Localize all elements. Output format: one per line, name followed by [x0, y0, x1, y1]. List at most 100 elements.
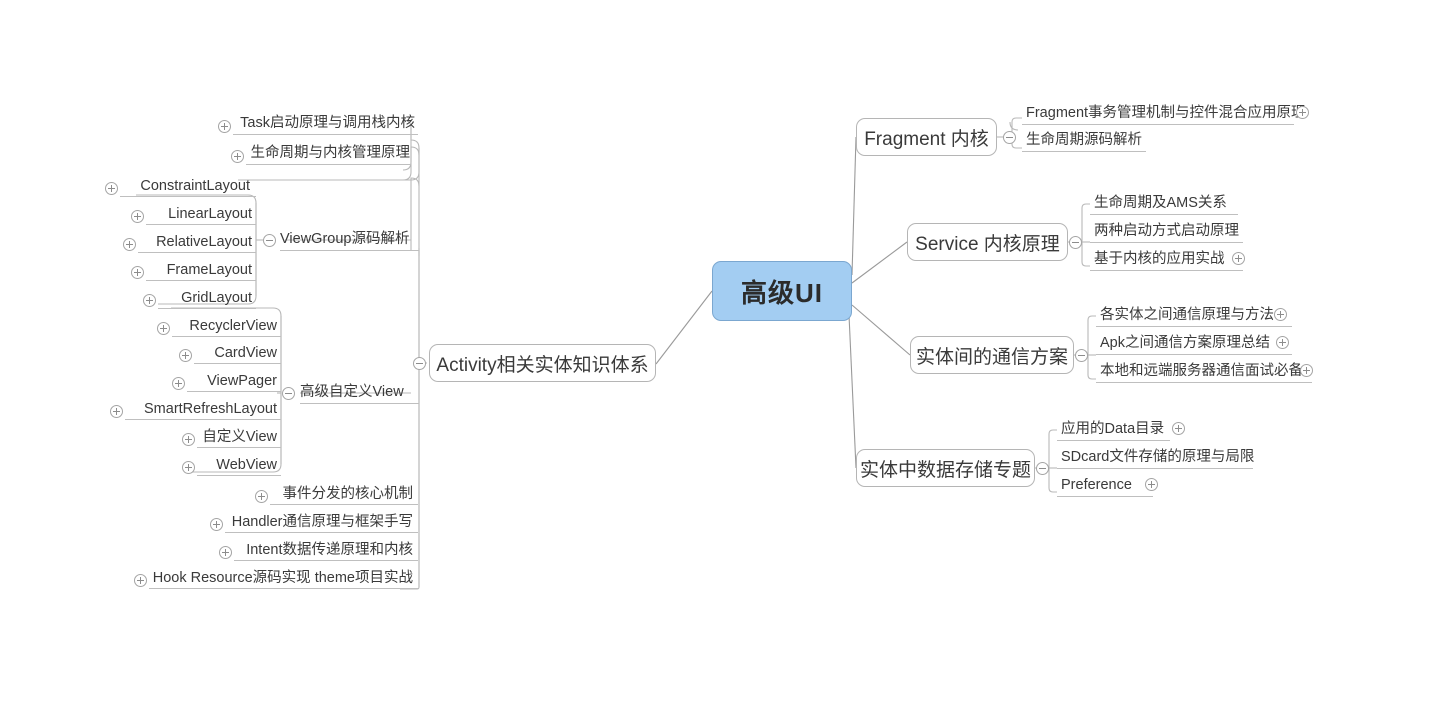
toggle-activity[interactable] [413, 357, 426, 370]
leaf-rule [172, 336, 281, 337]
toggle-hook-resource[interactable] [134, 574, 147, 587]
leaf-apk-comm-summary[interactable]: Apk之间通信方案原理总结 [1100, 333, 1270, 353]
toggle-custom-view[interactable] [182, 433, 195, 446]
toggle-webview[interactable] [182, 461, 195, 474]
leaf-hook-resource[interactable]: Hook Resource源码实现 theme项目实战 [118, 568, 413, 588]
leaf-recyclerview[interactable]: RecyclerView [145, 316, 277, 336]
toggle-recyclerview[interactable] [157, 322, 170, 335]
leaf-rule [300, 403, 419, 404]
leaf-label: LinearLayout [168, 205, 252, 222]
branch-label-communication: 实体间的通信方案 [915, 346, 1068, 368]
leaf-label: RelativeLayout [156, 233, 252, 250]
toggle-relativelayout[interactable] [123, 238, 136, 251]
toggle-smartrefreshlayout[interactable] [110, 405, 123, 418]
leaf-intent[interactable]: Intent数据传递原理和内核 [205, 540, 413, 560]
leaf-service-lifecycle-ams[interactable]: 生命周期及AMS关系 [1094, 193, 1244, 213]
leaf-fragment-transaction[interactable]: Fragment事务管理机制与控件混合应用原理 [1026, 103, 1306, 123]
leaf-handler[interactable]: Handler通信原理与框架手写 [190, 512, 413, 532]
leaf-rule [158, 308, 256, 309]
toggle-task-startup[interactable] [218, 120, 231, 133]
branch-node-fragment[interactable]: Fragment 内核 [856, 118, 997, 156]
leaf-rule [1090, 242, 1243, 243]
leaf-rule [1096, 382, 1312, 383]
leaf-rule [1057, 468, 1253, 469]
toggle-service-kernel-practice[interactable] [1232, 252, 1245, 265]
toggle-viewpager[interactable] [172, 377, 185, 390]
leaf-label: 自定义View [202, 428, 277, 445]
leaf-rule [187, 391, 281, 392]
leaf-label: ViewPager [207, 372, 277, 389]
leaf-label: RecyclerView [189, 317, 277, 334]
leaf-viewgroup-source[interactable]: ViewGroup源码解析 [280, 229, 420, 249]
toggle-framelayout[interactable] [131, 266, 144, 279]
leaf-label: ViewGroup源码解析 [280, 230, 410, 247]
toggle-linearlayout[interactable] [131, 210, 144, 223]
leaf-lifecycle-kernel[interactable]: 生命周期与内核管理原理 [222, 143, 411, 163]
toggle-fragment-transaction[interactable] [1296, 106, 1309, 119]
branch-node-service[interactable]: Service 内核原理 [907, 223, 1068, 261]
toggle-intent[interactable] [219, 546, 232, 559]
leaf-rule [280, 250, 419, 251]
leaf-rule [1057, 440, 1170, 441]
toggle-app-data-dir[interactable] [1172, 422, 1185, 435]
toggle-storage[interactable] [1036, 462, 1049, 475]
leaf-smartrefreshlayout[interactable]: SmartRefreshLayout [95, 399, 277, 419]
leaf-framelayout[interactable]: FrameLayout [120, 260, 252, 280]
leaf-rule [1022, 151, 1146, 152]
root-node[interactable]: 高级UI [712, 261, 852, 321]
leaf-rule [149, 588, 418, 589]
leaf-advanced-customview[interactable]: 高级自定义View [300, 382, 420, 402]
toggle-fragment[interactable] [1003, 131, 1016, 144]
toggle-lifecycle-kernel[interactable] [231, 150, 244, 163]
toggle-entity-comm-principles[interactable] [1274, 308, 1287, 321]
leaf-fragment-lifecycle[interactable]: 生命周期源码解析 [1026, 130, 1142, 150]
toggle-viewgroup-source[interactable] [263, 234, 276, 247]
branch-label-service: Service 内核原理 [915, 233, 1060, 255]
leaf-preference[interactable]: Preference [1061, 475, 1138, 495]
leaf-gridlayout[interactable]: GridLayout [132, 288, 252, 308]
leaf-label: Handler通信原理与框架手写 [231, 513, 413, 530]
leaf-webview[interactable]: WebView [170, 455, 277, 475]
toggle-service[interactable] [1069, 236, 1082, 249]
toggle-constraintlayout[interactable] [105, 182, 118, 195]
toggle-communication[interactable] [1075, 349, 1088, 362]
toggle-event-dispatch[interactable] [255, 490, 268, 503]
leaf-rule [1057, 496, 1153, 497]
leaf-cardview[interactable]: CardView [162, 343, 277, 363]
toggle-advanced-customview[interactable] [282, 387, 295, 400]
branch-node-storage[interactable]: 实体中数据存储专题 [856, 449, 1035, 487]
toggle-preference[interactable] [1145, 478, 1158, 491]
toggle-local-remote-comm[interactable] [1300, 364, 1313, 377]
leaf-rule [1090, 270, 1243, 271]
leaf-service-two-start-modes[interactable]: 两种启动方式启动原理 [1094, 221, 1246, 241]
leaf-constraintlayout[interactable]: ConstraintLayout [90, 176, 250, 196]
leaf-custom-view[interactable]: 自定义View [170, 427, 277, 447]
toggle-handler[interactable] [210, 518, 223, 531]
branch-node-communication[interactable]: 实体间的通信方案 [910, 336, 1074, 374]
leaf-relativelayout[interactable]: RelativeLayout [110, 232, 252, 252]
leaf-event-dispatch[interactable]: 事件分发的核心机制 [225, 484, 414, 504]
leaf-sdcard-storage[interactable]: SDcard文件存储的原理与局限 [1061, 447, 1254, 467]
branch-label-storage: 实体中数据存储专题 [859, 459, 1031, 481]
leaf-label: 生命周期与内核管理原理 [250, 144, 411, 161]
leaf-service-kernel-practice[interactable]: 基于内核的应用实战 [1094, 249, 1229, 269]
branch-node-activity[interactable]: Activity相关实体知识体系 [429, 344, 656, 382]
leaf-rule [146, 224, 256, 225]
leaf-viewpager[interactable]: ViewPager [160, 371, 277, 391]
root-label: 高级UI [740, 277, 823, 308]
leaf-label: Intent数据传递原理和内核 [246, 541, 413, 558]
leaf-label: SDcard文件存储的原理与局限 [1061, 448, 1255, 465]
leaf-task-startup[interactable]: Task启动原理与调用栈内核 [205, 113, 415, 133]
leaf-local-remote-comm[interactable]: 本地和远端服务器通信面试必备 [1100, 361, 1303, 381]
leaf-label: 事件分发的核心机制 [282, 485, 414, 502]
leaf-linearlayout[interactable]: LinearLayout [120, 204, 252, 224]
leaf-app-data-dir[interactable]: 应用的Data目录 [1061, 419, 1165, 439]
toggle-gridlayout[interactable] [143, 294, 156, 307]
leaf-rule [246, 164, 411, 165]
leaf-label: CardView [214, 344, 277, 361]
toggle-cardview[interactable] [179, 349, 192, 362]
leaf-label: SmartRefreshLayout [144, 400, 277, 417]
leaf-entity-comm-principles[interactable]: 各实体之间通信原理与方法 [1100, 305, 1274, 325]
toggle-apk-comm-summary[interactable] [1276, 336, 1289, 349]
